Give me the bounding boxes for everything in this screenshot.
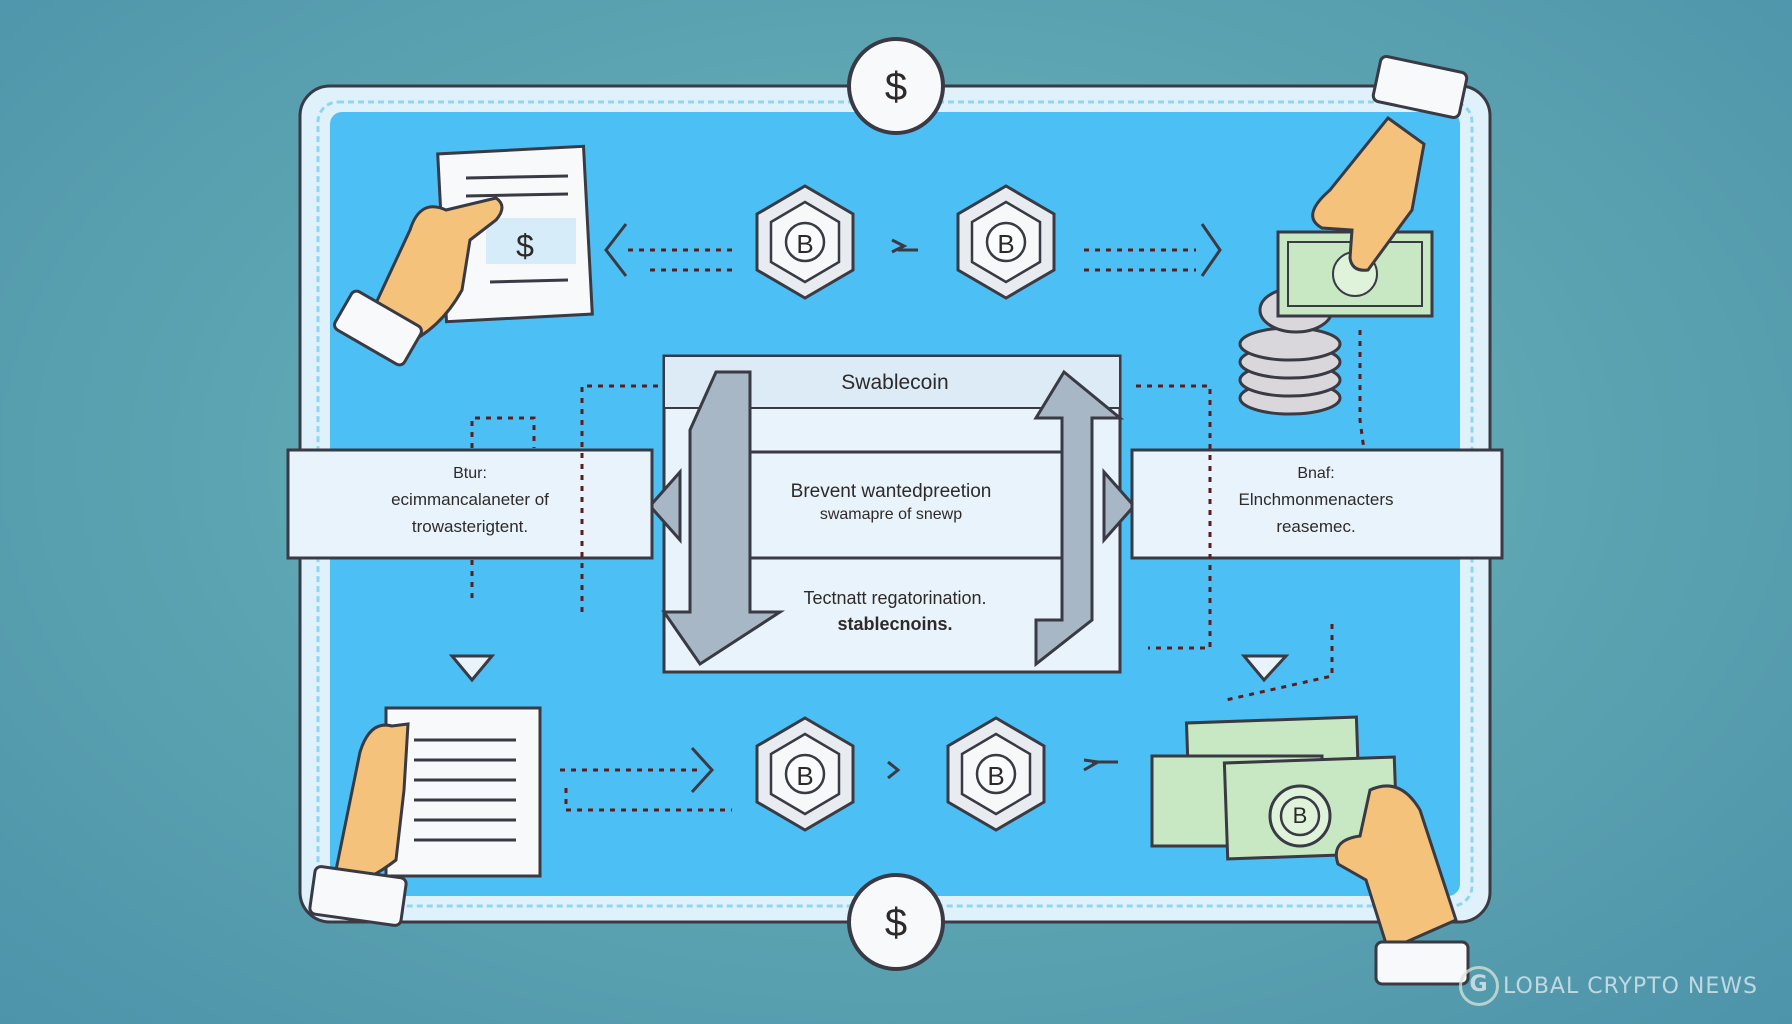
dotted-bottom-right [1225,624,1334,702]
watermark-text: LOBAL CRYPTO NEWS [1503,973,1758,999]
center-bottom-line1: Tectnatt regatorination. [803,588,987,608]
document-icon-bottom-left [384,706,542,878]
arrow-top-left [604,223,628,277]
left-box [286,448,654,560]
right-box-line1: Bnaf: [1297,465,1335,482]
coin-symbol-banknote: B [1292,803,1308,828]
hand-icon-top-left [333,196,504,367]
center-middle-line1: Brevent wantedpreetion [790,481,992,502]
loop-arrow-right [1033,369,1125,668]
arrow-top-right [1200,223,1222,277]
dotted-bottom-left-2 [564,788,732,812]
dotted-left-riser [580,384,660,612]
coin-symbol-bottom-right: B [987,761,1005,791]
arrow-bottom-left [690,746,715,794]
center-bottom-line2: stablecnoins. [837,614,953,634]
left-box-line1: Btur: [453,465,487,482]
hand-icon-top-right [1311,54,1469,272]
coin-symbol-bottom-left: B [796,761,814,791]
arrow-left-down [448,654,496,683]
arrow-left-mid [891,238,918,254]
coin-symbol-top-left: B [796,229,814,259]
coin-symbol-top-right: B [997,229,1015,259]
hand-icon-bottom-left [308,722,410,927]
center-title: Swablecoin [841,371,949,394]
arrow-middle-right [1102,468,1137,544]
dollar-sign-top: $ [884,65,908,109]
dotted-right-coins [1358,330,1366,451]
center-middle-line2: swamapre of snewp [819,506,963,523]
watermark-logo-icon: G [1459,966,1500,1006]
arrow-middle-left [647,468,682,544]
dotted-left-loop [470,416,536,448]
dollar-sign-document: $ [516,228,534,264]
dollar-sign-bottom: $ [884,901,908,945]
dotted-right-riser [1136,384,1212,650]
right-box-line2: Elnchmonmenacters [1238,490,1394,509]
right-box [1130,448,1504,560]
left-box-line3: trowasterigtent. [411,517,529,536]
hand-icon-bottom-right [1334,784,1470,986]
left-box-line2: ecimmancalaneter of [391,490,549,509]
banknote-icon-top-right [1276,230,1434,318]
document-icon-top-left [436,144,594,324]
arrow-bottom-right-mid [1083,758,1118,772]
arrow-right-down [1240,654,1290,683]
arrow-bottom-center [887,760,901,780]
watermark: G LOBAL CRYPTO NEWS [1459,966,1758,1006]
banknote-stack-icon [1150,715,1400,861]
right-box-line3: reasemec. [1276,517,1356,536]
loop-arrow-left [661,370,786,667]
